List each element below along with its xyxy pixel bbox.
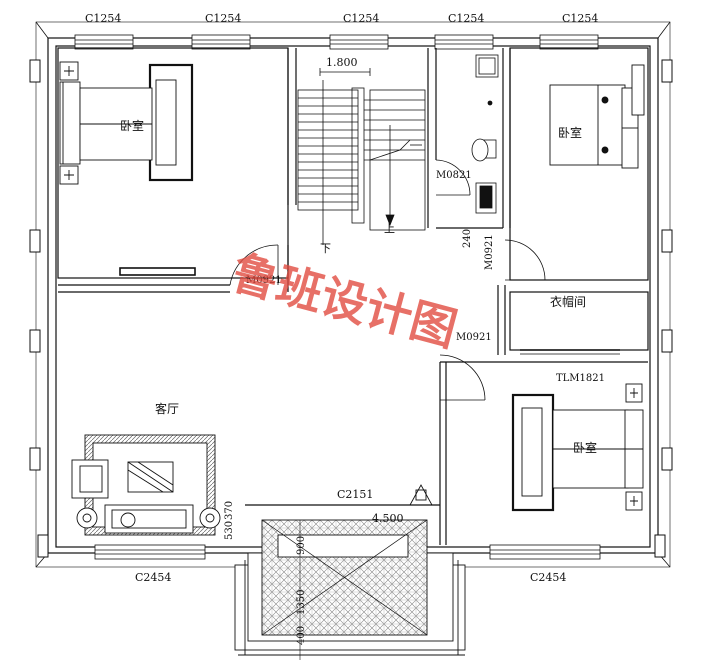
dim-label: 900 [296,536,307,555]
window-label: C1254 [343,12,379,25]
dim-label: 400 [296,626,307,645]
staircase [297,68,426,245]
window-label: C2454 [135,571,171,584]
room-labels: 卧室 卧室 卧室 客厅 衣帽间 [120,118,597,455]
window-label: C1254 [562,12,598,25]
stair-down-label: 下 [320,242,331,255]
stair-up-label: 上 [384,222,395,235]
door-label: M0821 [436,170,472,181]
dim-label: 370 [224,501,235,520]
window-labels: C1254 C1254 C1254 C1254 C1254 C2454 C245… [85,12,598,584]
window-label: C1254 [205,12,241,25]
bath-fixtures [410,54,499,214]
room-label: 客厅 [155,401,179,416]
dim-label: 530 [224,521,235,540]
window-label: C1254 [448,12,484,25]
dim-label: 1.800 [326,56,358,69]
door-swings [229,159,620,401]
bottom-windows [94,544,601,560]
bed-tr [549,64,645,169]
room-label: 卧室 [558,125,582,140]
dim-label: 240 [462,229,473,248]
door-labels: M0921 M0821 M0921 M0921 TLM1821 [246,170,605,384]
bed-tl [59,61,196,276]
balcony [234,519,466,660]
dim-label: 1350 [296,590,307,615]
room-label: 衣帽间 [550,294,586,309]
bed-br [511,383,644,512]
door-label: M0921 [484,234,495,270]
window-label: C2454 [530,571,566,584]
room-label: 卧室 [120,118,144,133]
interior-walls [57,47,649,545]
door-label: TLM1821 [556,373,605,384]
door-label: M0921 [246,275,282,286]
window-label: C1254 [85,12,121,25]
dimension-labels: 1.800 240 530 370 4.500 900 1350 400 [224,56,473,645]
door-label: M0921 [456,332,492,343]
living-furniture [71,434,433,536]
watermark: 鲁班设计图 [226,245,462,357]
side-pilasters [29,59,673,558]
room-label: 卧室 [573,440,597,455]
stair-labels: 下 上 [320,222,395,255]
dim-label: 4.500 [372,512,404,525]
window-label: C2151 [337,488,373,501]
top-windows [74,34,599,50]
